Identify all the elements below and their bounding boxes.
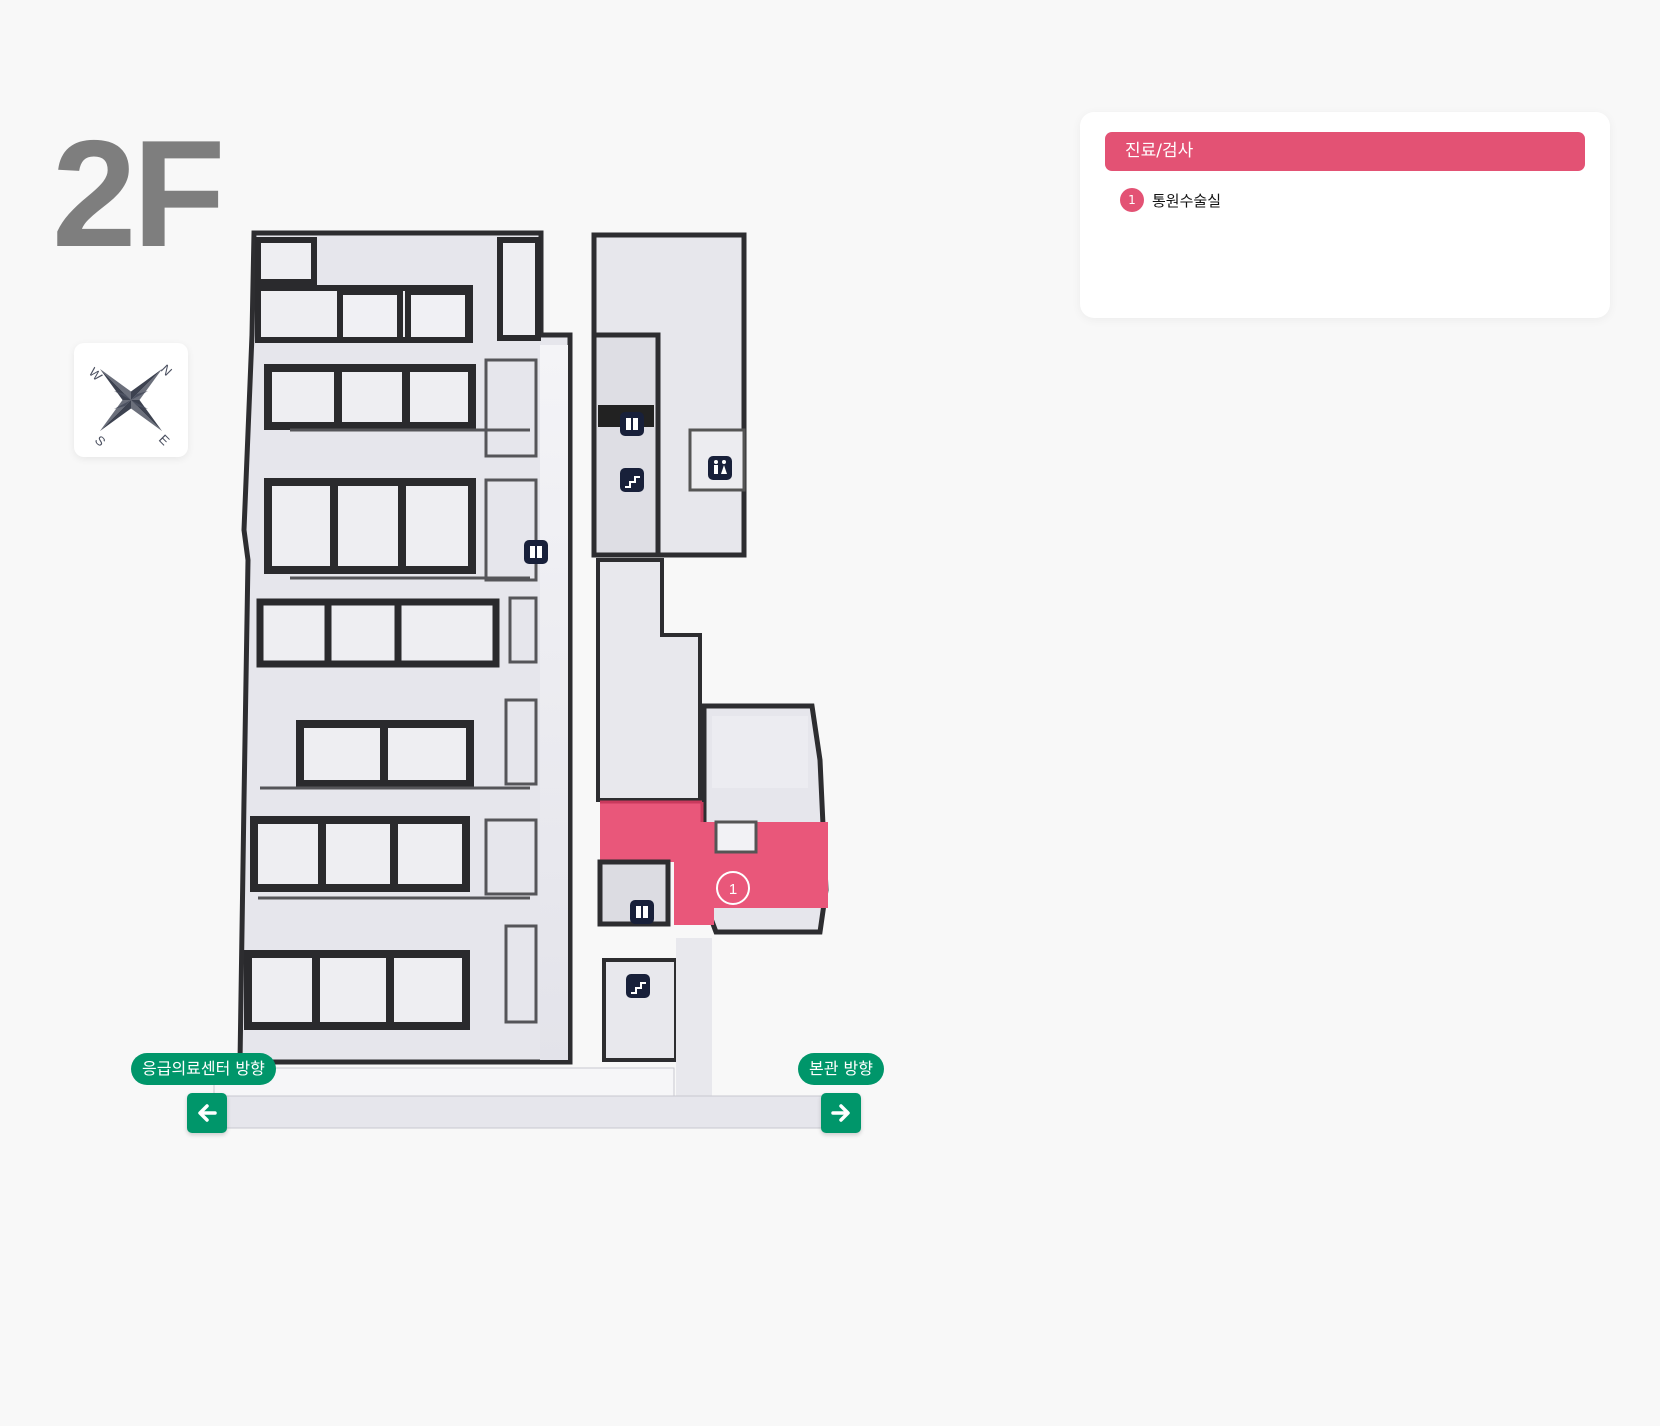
room-row-3 [264, 478, 476, 574]
inner-partitions [258, 358, 538, 1024]
stairs-icon [626, 974, 650, 998]
direction-label-main-building: 본관 방향 [798, 1053, 884, 1085]
map-marker-label: 1 [729, 881, 737, 898]
legend-panel: 진료/검사 1 통원수술실 [1080, 112, 1610, 318]
legend-item[interactable]: 1 통원수술실 [1120, 188, 1221, 212]
legend-item-number: 1 [1120, 188, 1144, 212]
room-row-4 [256, 598, 500, 668]
map-marker-1: 1 [716, 871, 750, 905]
legend-category-header: 진료/검사 [1105, 132, 1585, 171]
room-row-6 [250, 816, 470, 892]
compass-rose-icon: N E S W [86, 362, 175, 450]
legend-item-name: 통원수술실 [1152, 191, 1222, 210]
building-east-upper [591, 232, 747, 558]
compass: N E S W [74, 343, 188, 457]
direction-right-button[interactable] [821, 1093, 861, 1133]
arrow-left-icon [198, 1104, 217, 1122]
room-row-5 [296, 720, 474, 788]
restroom-icon [708, 456, 732, 480]
room-row-7 [244, 950, 470, 1030]
direction-label-emergency: 응급의료센터 방향 [131, 1053, 276, 1085]
arrow-right-icon [831, 1104, 850, 1122]
elevator-icon [620, 412, 644, 436]
elevator-icon [524, 540, 548, 564]
elevator-icon [630, 900, 654, 924]
stairs-icon [620, 468, 644, 492]
direction-left-button[interactable] [187, 1093, 227, 1133]
corridor-east [596, 558, 702, 802]
room-row-1 [255, 237, 541, 343]
floor-map: 1 [213, 230, 855, 1129]
room-row-2 [264, 364, 476, 430]
floor-label: 2F [52, 109, 225, 279]
